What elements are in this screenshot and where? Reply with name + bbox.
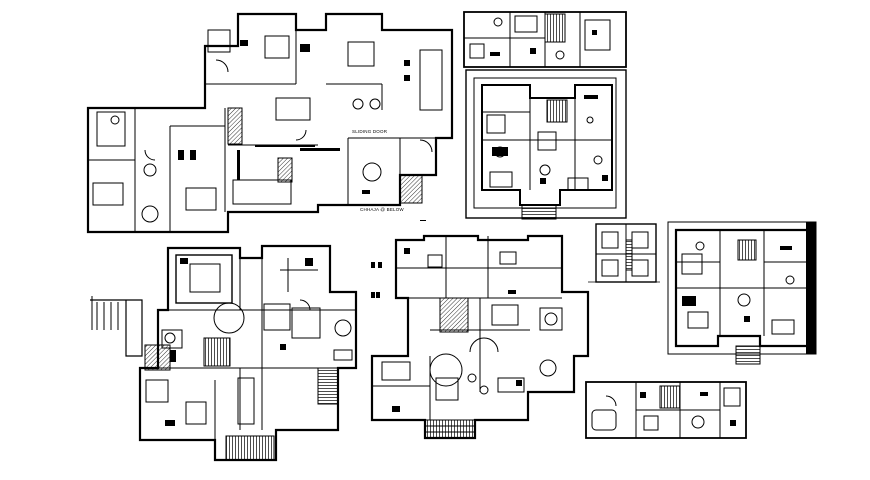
chhaja-below-label: CHHAJA @ BELOW (360, 207, 404, 212)
plan-c-framed-unit (465, 69, 627, 220)
sliding-door-label: SLIDING DOOR (352, 129, 388, 134)
plan-e-center-unit (370, 234, 590, 440)
plan-d-balcony-rail (90, 296, 143, 357)
plan-a-large-apartment (86, 12, 454, 234)
plan-g-right-unit (667, 221, 817, 365)
plan-e-black-fixtures (376, 248, 522, 412)
plan-h-black-fixtures (640, 392, 736, 426)
plan-d-black-fixtures (165, 258, 313, 426)
plan-b-black-fixtures (490, 30, 597, 56)
plan-e-shaft-and-stairs (424, 297, 476, 439)
plan-a-furniture-detail (178, 40, 410, 194)
plan-d-mid-left-unit (138, 244, 358, 462)
drawing-markers (371, 220, 660, 298)
plan-d-stairs (144, 337, 339, 461)
plan-f-small-block (595, 223, 657, 283)
plan-a-stair-and-shafts (227, 107, 423, 204)
plan-b-small-strip (463, 11, 627, 68)
plan-g-black-fixtures (682, 222, 816, 354)
plan-c-black-fixtures (492, 95, 608, 184)
plan-h-bottom-right-unit (585, 381, 747, 439)
